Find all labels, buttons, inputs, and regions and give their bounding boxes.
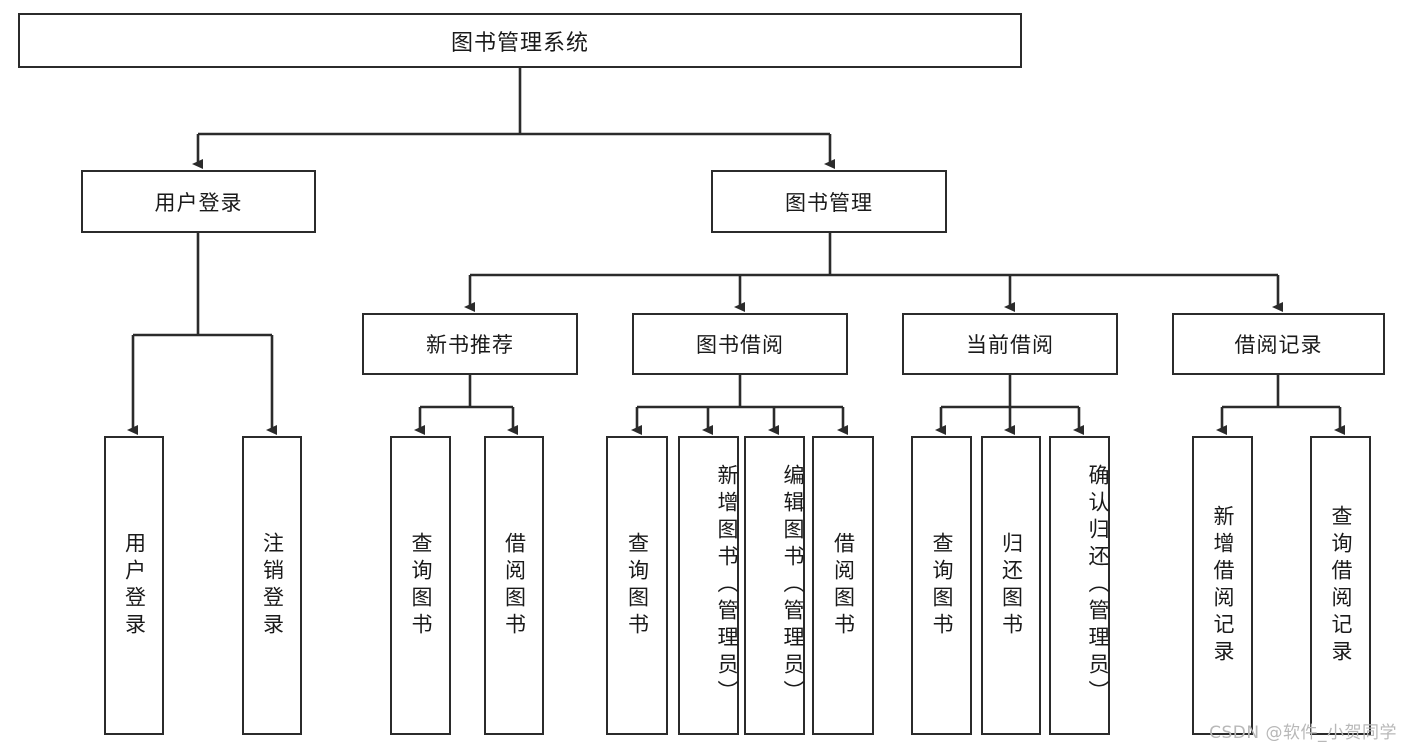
node-leaf-user-login[interactable]: 用户登录 xyxy=(104,436,164,735)
node-label: 查询图书 xyxy=(930,531,954,640)
node-leaf-query-book-recommend[interactable]: 查询图书 xyxy=(390,436,451,735)
node-label: 图书管理系统 xyxy=(450,30,589,56)
node-label: 图书管理 xyxy=(785,190,873,215)
node-leaf-confirm-return-admin[interactable]: 确认归还（管理员） xyxy=(1049,436,1110,735)
node-leaf-borrow-book-recommend[interactable]: 借阅图书 xyxy=(484,436,544,735)
watermark: CSDN @软件_小贺同学 xyxy=(1209,723,1397,743)
node-leaf-add-book-admin[interactable]: 新增图书（管理员） xyxy=(678,436,739,735)
node-label: 编辑图书（管理员） xyxy=(781,464,805,707)
node-label: 借阅记录 xyxy=(1234,333,1323,357)
node-label: 新书推荐 xyxy=(426,333,514,357)
node-leaf-borrow-book[interactable]: 借阅图书 xyxy=(812,436,874,735)
node-new-book-recommend[interactable]: 新书推荐 xyxy=(362,313,578,375)
node-label: 图书借阅 xyxy=(696,333,784,357)
node-label: 确认归还（管理员） xyxy=(1086,464,1110,707)
node-leaf-user-logout[interactable]: 注销登录 xyxy=(242,436,302,735)
node-leaf-add-borrow-record[interactable]: 新增借阅记录 xyxy=(1192,436,1253,735)
node-leaf-query-book[interactable]: 查询图书 xyxy=(606,436,668,735)
node-label: 查询图书 xyxy=(625,531,650,640)
node-label: 查询借阅记录 xyxy=(1329,504,1353,667)
node-leaf-query-book-current[interactable]: 查询图书 xyxy=(911,436,972,735)
node-book-borrow[interactable]: 图书借阅 xyxy=(632,313,848,375)
node-leaf-return-book[interactable]: 归还图书 xyxy=(981,436,1041,735)
node-label: 归还图书 xyxy=(999,531,1024,640)
node-label: 查询图书 xyxy=(409,531,433,640)
node-leaf-query-borrow-record[interactable]: 查询借阅记录 xyxy=(1310,436,1371,735)
node-book-management[interactable]: 图书管理 xyxy=(711,170,947,233)
node-label: 借阅图书 xyxy=(502,531,527,640)
node-label: 当前借阅 xyxy=(966,333,1054,357)
node-current-borrow[interactable]: 当前借阅 xyxy=(902,313,1118,375)
node-borrow-record[interactable]: 借阅记录 xyxy=(1172,313,1385,375)
node-label: 用户登录 xyxy=(122,531,147,640)
node-label: 新增图书（管理员） xyxy=(715,464,739,707)
node-leaf-edit-book-admin[interactable]: 编辑图书（管理员） xyxy=(744,436,805,735)
node-label: 注销登录 xyxy=(260,531,285,640)
node-label: 借阅图书 xyxy=(831,531,856,640)
node-user-login[interactable]: 用户登录 xyxy=(81,170,316,233)
node-label: 新增借阅记录 xyxy=(1211,504,1235,667)
node-label: 用户登录 xyxy=(154,190,243,215)
node-root-system[interactable]: 图书管理系统 xyxy=(18,13,1022,68)
